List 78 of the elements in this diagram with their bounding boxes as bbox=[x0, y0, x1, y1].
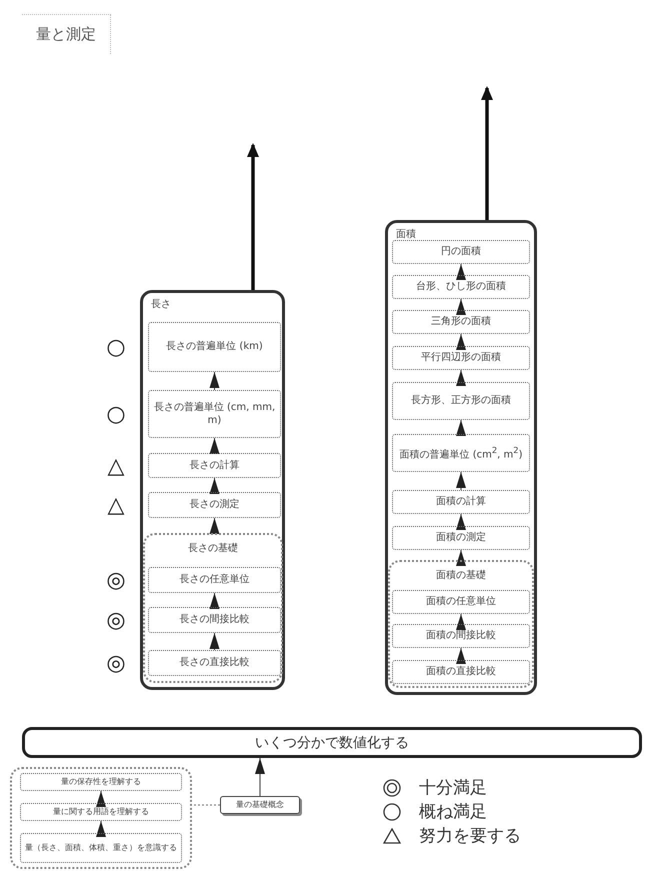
label-box bbox=[220, 796, 300, 814]
legend-label: 努力を要する bbox=[419, 825, 521, 847]
step-box bbox=[392, 490, 530, 514]
step-label: 平行四辺形の面積 bbox=[421, 351, 501, 365]
step-box bbox=[392, 240, 530, 264]
rounded-panel bbox=[385, 220, 537, 695]
step-box bbox=[392, 590, 530, 614]
arrow bbox=[456, 298, 466, 315]
rating-mark: △ bbox=[106, 495, 126, 517]
step-box bbox=[392, 275, 530, 299]
rating-mark: ◎ bbox=[105, 570, 127, 592]
arrow bbox=[210, 592, 220, 609]
page-title: 量と測定 bbox=[22, 14, 111, 54]
panel-heading: 長さ bbox=[151, 298, 171, 311]
step-box bbox=[392, 526, 530, 550]
panel-heading: 面積 bbox=[396, 228, 416, 241]
step-label: 円の面積 bbox=[441, 245, 481, 259]
arrow bbox=[96, 790, 106, 807]
step-box bbox=[392, 434, 530, 472]
step-box bbox=[392, 310, 530, 334]
step-label: 長さの普遍単位 (cm, mm, m) bbox=[153, 400, 276, 428]
arrow bbox=[210, 478, 220, 494]
arrow bbox=[210, 438, 220, 454]
arrow bbox=[210, 372, 220, 390]
step-label: 量の基礎概念 bbox=[236, 800, 284, 810]
step-box bbox=[20, 773, 182, 791]
step-label: 長さの測定 bbox=[190, 498, 240, 512]
arrow bbox=[96, 820, 106, 837]
step-label: 長さの直接比較 bbox=[180, 656, 250, 670]
arrow bbox=[210, 518, 220, 534]
arrow bbox=[456, 614, 466, 630]
legend-label: 概ね満足 bbox=[419, 801, 487, 823]
arrow bbox=[456, 370, 466, 386]
step-label: 量（長さ、面積、体積、重さ）を意識する bbox=[25, 842, 177, 854]
arrow bbox=[456, 420, 466, 436]
dotted-group bbox=[10, 767, 192, 869]
step-label: 三角形の面積 bbox=[431, 315, 491, 329]
rounded-bar bbox=[22, 727, 642, 758]
step-box bbox=[392, 346, 530, 370]
arrow bbox=[210, 632, 220, 650]
step-box bbox=[392, 382, 530, 420]
arrow bbox=[456, 514, 466, 530]
arrow bbox=[456, 472, 466, 490]
step-label: 量の保存性を理解する bbox=[61, 776, 141, 788]
step-label: 面積の計算 bbox=[436, 495, 486, 509]
arrow bbox=[255, 758, 265, 796]
step-label: 長方形、正方形の面積 bbox=[411, 394, 511, 408]
long-arrow bbox=[247, 143, 259, 290]
step-box bbox=[20, 803, 182, 821]
step-label: いくつ分かで数値化する bbox=[255, 734, 409, 752]
rating-mark: ◎ bbox=[105, 653, 127, 675]
rating-mark: ◎ bbox=[105, 610, 127, 632]
rating-mark: ○ bbox=[105, 337, 127, 359]
step-label: 長さの計算 bbox=[190, 458, 240, 472]
dotted-group bbox=[388, 560, 534, 688]
step-label: 面積の直接比較 bbox=[426, 665, 496, 679]
panel-heading: 面積の基礎 bbox=[435, 568, 487, 582]
step-label: 面積の普遍単位 (cm$^{2}$, m$^{2}$) bbox=[400, 444, 522, 462]
step-label: 面積の測定 bbox=[436, 531, 486, 545]
legend-label: 十分満足 bbox=[419, 777, 487, 799]
step-box bbox=[392, 660, 530, 684]
arrow bbox=[456, 334, 466, 350]
rating-mark: △ bbox=[106, 456, 126, 478]
step-label: 長さの間接比較 bbox=[180, 613, 250, 627]
step-box bbox=[20, 833, 182, 863]
step-label: 台形、ひし形の面積 bbox=[416, 280, 506, 294]
panel-heading: 長さの基礎 bbox=[187, 542, 239, 555]
step-label: 長さの任意単位 bbox=[180, 573, 250, 587]
step-label: 量に関する用語を理解する bbox=[53, 806, 149, 818]
long-arrow bbox=[481, 86, 493, 220]
rating-mark: ○ bbox=[105, 404, 127, 426]
arrow bbox=[456, 550, 466, 566]
step-label: 面積の任意単位 bbox=[426, 595, 496, 609]
arrow bbox=[456, 648, 466, 664]
step-label: 長さの普遍単位 (km) bbox=[166, 340, 263, 354]
step-box bbox=[392, 624, 530, 648]
arrow bbox=[456, 264, 466, 280]
step-label: 面積の間接比較 bbox=[426, 629, 496, 643]
